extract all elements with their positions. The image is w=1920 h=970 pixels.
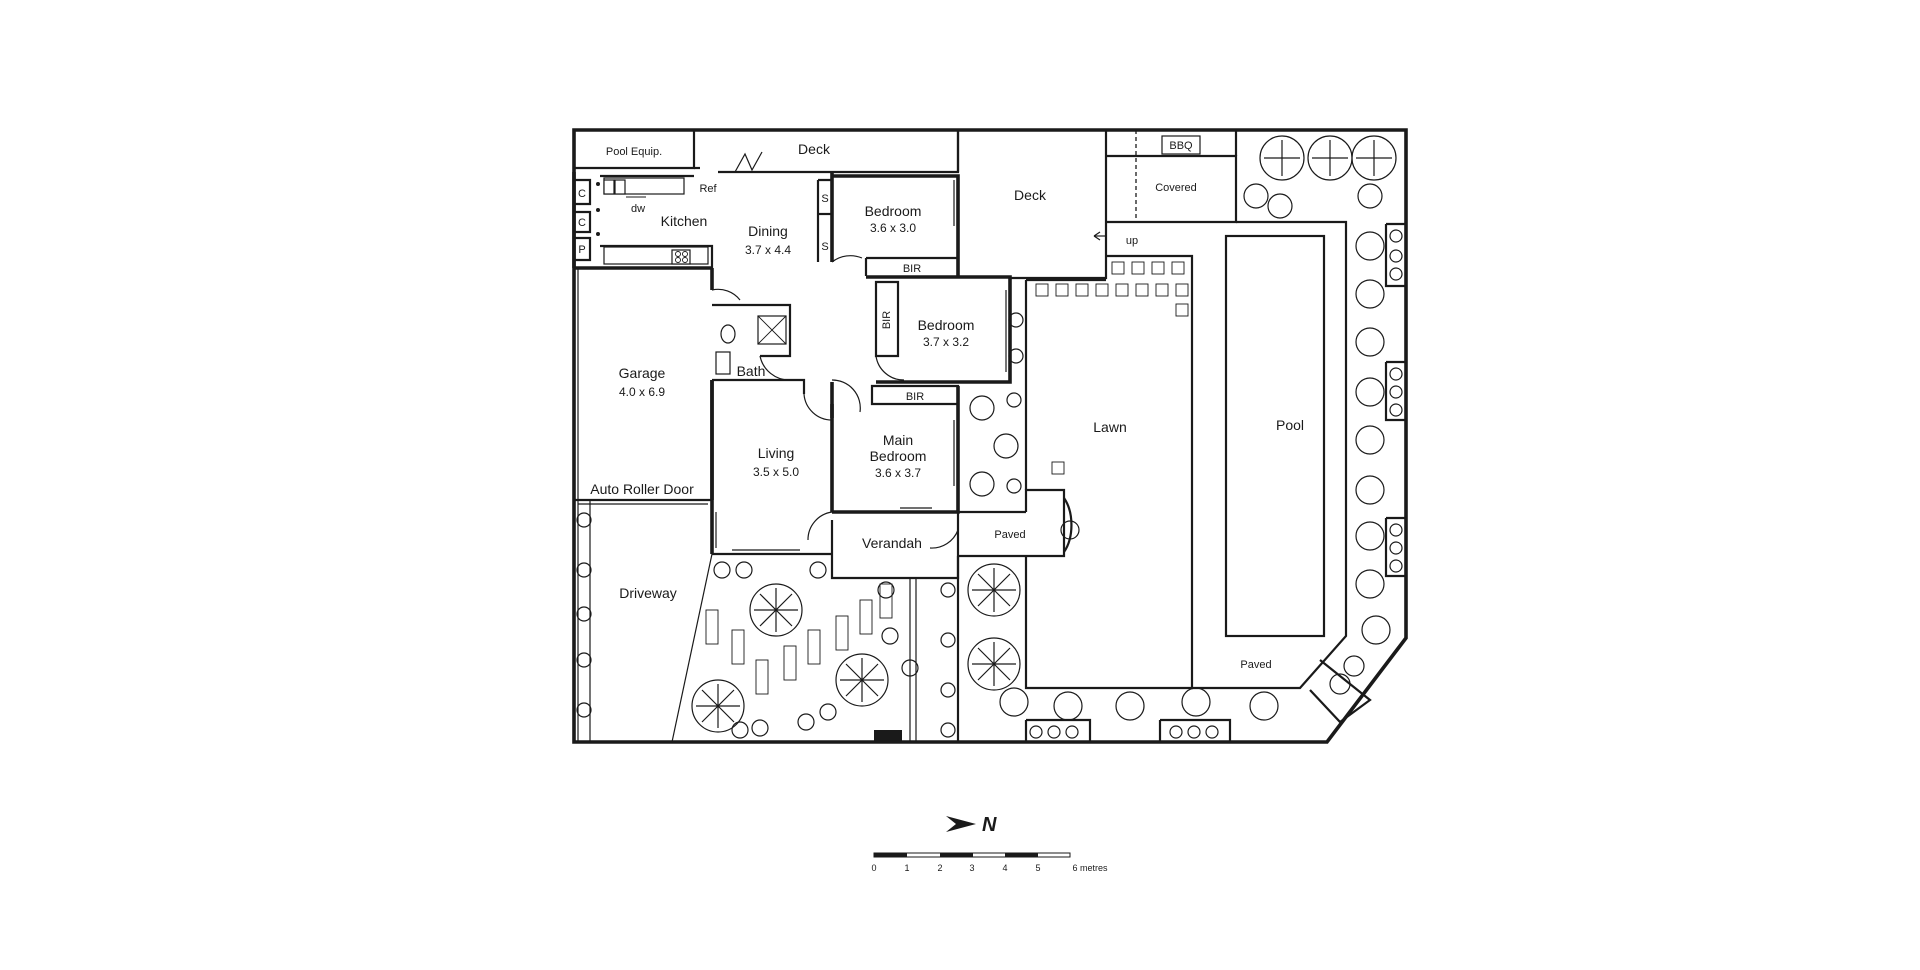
main-bedroom-label-line2: Bedroom — [870, 448, 927, 464]
bir-2-label: BIR — [881, 311, 893, 329]
scale-tick-4: 4 — [1002, 863, 1007, 873]
garage-dimensions: 4.0 x 6.9 — [619, 385, 665, 399]
dw-label: dw — [631, 203, 645, 215]
bedroom-2-label: Bedroom — [918, 317, 975, 333]
main-bedroom-dimensions: 3.6 x 3.7 — [875, 466, 921, 480]
dining-label: Dining — [748, 223, 788, 239]
paved-front-label: Paved — [994, 529, 1025, 541]
deck-top-label: Deck — [798, 141, 831, 157]
driveway-label: Driveway — [619, 585, 677, 601]
paving-squares — [1035, 261, 1189, 475]
deck-right-label: Deck — [1014, 187, 1047, 203]
scale-tick-3: 3 — [969, 863, 974, 873]
scale-bar: 0 1 2 3 4 5 6 metres — [871, 852, 1108, 873]
dining-dimensions: 3.7 x 4.4 — [745, 243, 791, 257]
ref-label: Ref — [699, 183, 717, 195]
north-label: N — [982, 814, 997, 836]
stepping-stones — [705, 583, 893, 695]
covered-label: Covered — [1155, 182, 1197, 194]
auto-roller-door-label: Auto Roller Door — [590, 481, 694, 497]
shelf-1-label: S — [821, 193, 828, 205]
up-label: up — [1126, 235, 1138, 247]
bedroom-1-dimensions: 3.6 x 3.0 — [870, 221, 916, 235]
small-trees — [576, 183, 1403, 739]
living-dimensions: 3.5 x 5.0 — [753, 465, 799, 479]
pantry-label: P — [578, 244, 585, 256]
bath-label: Bath — [737, 363, 766, 379]
bedroom-1-label: Bedroom — [865, 203, 922, 219]
north-arrow: N — [946, 814, 997, 836]
scale-tick-1: 1 — [904, 863, 909, 873]
site-boundary — [572, 128, 1408, 744]
pool-equip-label: Pool Equip. — [606, 146, 662, 158]
bir-3-label: BIR — [906, 391, 924, 403]
paved-pool-label: Paved — [1240, 659, 1271, 671]
living-label: Living — [758, 445, 795, 461]
cupboard-1-label: C — [578, 188, 586, 200]
lawn-label: Lawn — [1093, 419, 1126, 435]
shelf-2-label: S — [821, 241, 828, 253]
pool-label: Pool — [1276, 417, 1304, 433]
bir-1-label: BIR — [903, 263, 921, 275]
main-bedroom-label-line1: Main — [883, 432, 913, 448]
kitchen-label: Kitchen — [661, 213, 708, 229]
large-trees — [691, 135, 1397, 733]
bedroom-2-dimensions: 3.7 x 3.2 — [923, 335, 969, 349]
cupboard-2-label: C — [578, 217, 586, 229]
scale-tick-6: 6 metres — [1072, 863, 1108, 873]
garage-label: Garage — [619, 365, 666, 381]
scale-tick-0: 0 — [871, 863, 876, 873]
scale-tick-2: 2 — [937, 863, 942, 873]
bbq-label: BBQ — [1169, 140, 1193, 152]
scale-tick-5: 5 — [1035, 863, 1040, 873]
verandah-label: Verandah — [862, 535, 922, 551]
